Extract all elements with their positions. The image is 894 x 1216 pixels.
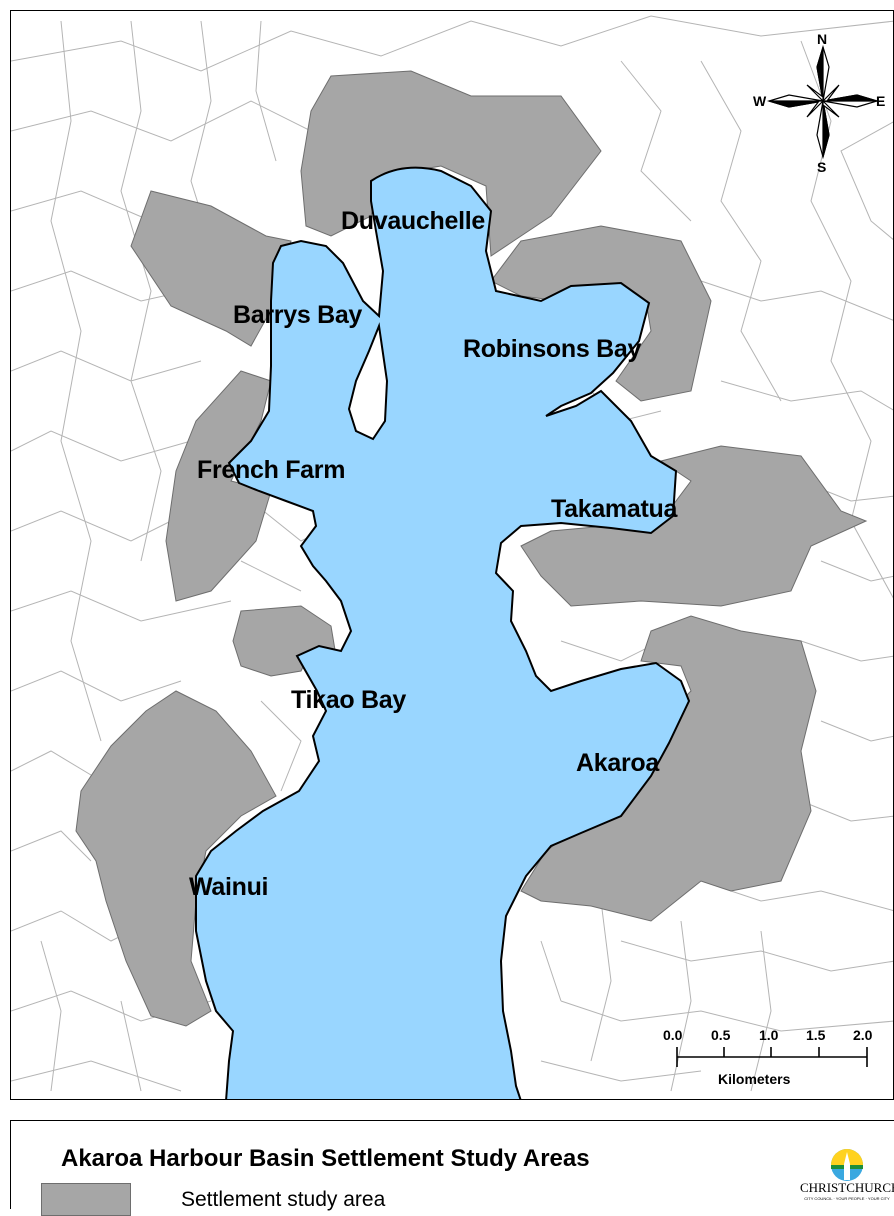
place-label-robinsons-bay: Robinsons Bay — [463, 335, 642, 363]
map-canvas — [11, 11, 893, 1099]
settlement-area-barrys-bay — [130, 190, 292, 347]
compass-north-label: N — [817, 31, 828, 47]
settlement-areas — [75, 70, 868, 1027]
place-label-tikao-bay: Tikao Bay — [291, 686, 406, 714]
cathedral-logo-icon — [831, 1149, 863, 1181]
compass-south-label: S — [817, 159, 827, 175]
compass-rose — [766, 44, 880, 160]
scale-tick-label: 0.5 — [711, 1027, 731, 1043]
compass-east-label: E — [876, 93, 886, 109]
place-label-akaroa: Akaroa — [576, 749, 659, 777]
settlement-area-wainui — [75, 690, 277, 1027]
logo-wordmark: CHRISTCHURCH — [800, 1180, 894, 1195]
legend-title: Akaroa Harbour Basin Settlement Study Ar… — [61, 1145, 590, 1172]
scale-tick-label: 1.5 — [806, 1027, 826, 1043]
legend-panel: Akaroa Harbour Basin Settlement Study Ar… — [10, 1120, 894, 1216]
compass-west-label: W — [753, 93, 767, 109]
harbour-water — [195, 166, 691, 1099]
logo-tagline: CITY COUNCIL · YOUR PEOPLE · YOUR CITY — [804, 1196, 890, 1201]
scale-tick-label: 0.0 — [663, 1027, 683, 1043]
christchurch-logo: CHRISTCHURCH CITY COUNCIL · YOUR PEOPLE … — [800, 1148, 894, 1209]
place-label-wainui: Wainui — [189, 873, 269, 901]
legend-label-settlement: Settlement study area — [181, 1188, 386, 1211]
scale-bar — [676, 1047, 868, 1067]
place-label-takamatua: Takamatua — [551, 495, 678, 523]
place-label-french-farm: French Farm — [197, 456, 346, 484]
settlement-area-french-farm — [165, 370, 272, 602]
place-label-duvauchelle: Duvauchelle — [341, 207, 485, 235]
legend-swatch-settlement — [41, 1183, 131, 1216]
settlement-area-robinsons-bay — [490, 225, 712, 402]
settlement-area-duvauchelle — [300, 70, 602, 257]
scale-units-label: Kilometers — [718, 1071, 791, 1087]
map-frame: Duvauchelle Barrys Bay Robinsons Bay Fre… — [10, 10, 894, 1100]
scale-tick-label: 2.0 — [853, 1027, 873, 1043]
peninsula-land — [347, 322, 389, 441]
place-label-barrys-bay: Barrys Bay — [233, 301, 363, 329]
parcel-boundaries — [11, 15, 893, 1092]
scale-tick-label: 1.0 — [759, 1027, 779, 1043]
